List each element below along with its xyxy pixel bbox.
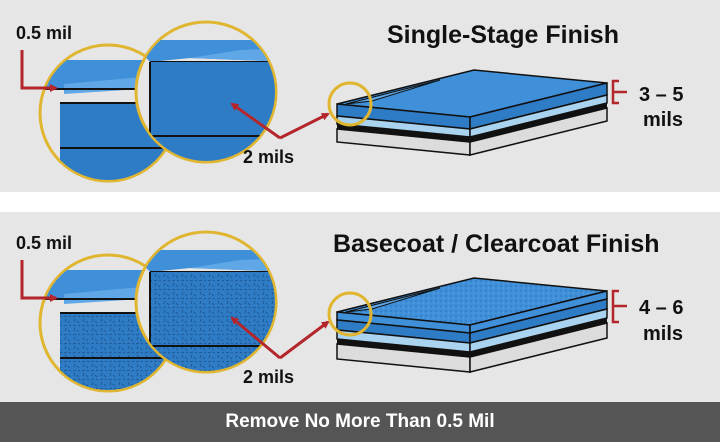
basecoat-range-unit: mils xyxy=(643,323,683,345)
thin-layer-pointer-basecoat xyxy=(20,260,58,302)
thick-layer-pointer-a xyxy=(230,102,281,140)
thick-layer-label: 2 mils xyxy=(243,147,294,167)
basecoat-range-bracket xyxy=(611,289,627,324)
thick-layer-pointer-basecoat-a xyxy=(230,316,281,360)
single-stage-title: Single-Stage Finish xyxy=(387,21,619,49)
footer-banner: Remove No More Than 0.5 Mil xyxy=(0,402,720,442)
thick-layer-label-basecoat: 2 mils xyxy=(243,367,294,387)
thick-layer-pointer-b xyxy=(279,112,330,140)
paint-layers-diagram: Single-Stage Finish xyxy=(16,20,683,393)
thin-layer-pointer xyxy=(20,50,58,92)
basecoat-range-value: 4 – 6 xyxy=(639,297,683,319)
footer-text: Remove No More Than 0.5 Mil xyxy=(225,411,495,432)
magnifier-thick-layer-basecoat xyxy=(134,230,278,374)
basecoat-clearcoat-section: Basecoat / Clearcoat Finish xyxy=(16,230,683,393)
single-stage-range-bracket xyxy=(611,79,627,105)
single-stage-section: Single-Stage Finish xyxy=(16,20,683,183)
basecoat-clearcoat-title: Basecoat / Clearcoat Finish xyxy=(333,230,660,258)
single-stage-range-value: 3 – 5 xyxy=(639,84,683,106)
basecoat-clearcoat-layer-block xyxy=(336,277,608,373)
single-stage-layer-block xyxy=(336,69,608,156)
basecoat-magnify-ring xyxy=(327,291,373,337)
single-stage-magnify-ring xyxy=(327,81,373,127)
thin-layer-label: 0.5 mil xyxy=(16,23,72,43)
single-stage-range-unit: mils xyxy=(643,109,683,131)
magnifier-thick-layer xyxy=(134,20,278,164)
thick-layer-pointer-basecoat-b xyxy=(279,320,330,360)
thin-layer-label-basecoat: 0.5 mil xyxy=(16,233,72,253)
